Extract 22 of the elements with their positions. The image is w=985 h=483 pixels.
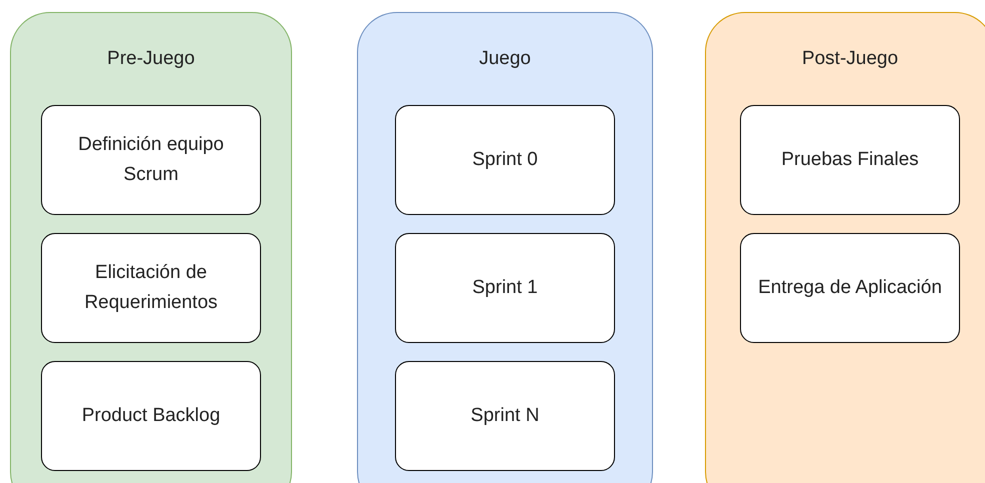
- step-label: Product Backlog: [82, 404, 220, 428]
- phase-panel: [357, 12, 653, 483]
- phase-title: Pre-Juego: [106, 47, 196, 71]
- step-box: [395, 361, 615, 471]
- phase-title: Juego: [478, 47, 532, 71]
- phase-panel: [705, 12, 985, 483]
- step-label: Pruebas Finales: [781, 148, 919, 172]
- step-box: [740, 233, 960, 343]
- step-label: Entrega de Aplicación: [758, 276, 942, 300]
- step-box: [395, 105, 615, 215]
- step-label: Sprint 1: [472, 276, 538, 300]
- step-label: Sprint N: [470, 404, 540, 428]
- step-box: [740, 105, 960, 215]
- step-label: Definición equipo Scrum: [77, 133, 225, 187]
- phase-title: Post-Juego: [800, 47, 900, 71]
- step-box: [41, 233, 261, 343]
- phase-panel: [10, 12, 292, 483]
- step-box: [41, 361, 261, 471]
- step-box: [395, 233, 615, 343]
- step-box: [41, 105, 261, 215]
- step-label: Sprint 0: [472, 148, 538, 172]
- step-label: Elicitación de Requerimientos: [83, 261, 219, 315]
